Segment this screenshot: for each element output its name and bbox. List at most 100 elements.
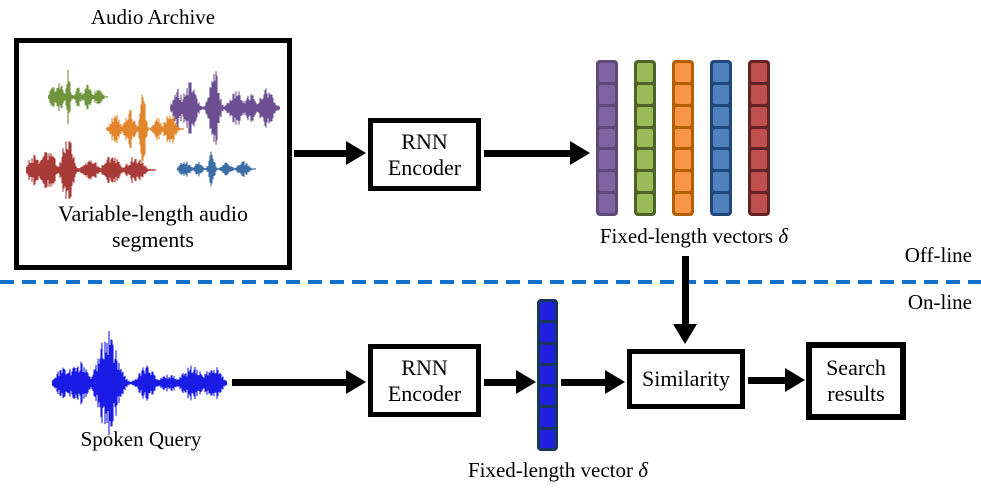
vector-segment bbox=[540, 302, 555, 321]
vector-segment bbox=[540, 323, 555, 342]
vector-segment bbox=[675, 84, 691, 104]
vector-segment bbox=[713, 150, 729, 170]
archive-caption: Variable-length audio segments bbox=[14, 201, 292, 254]
vector-segment bbox=[637, 194, 653, 214]
arrow-similarity-to-results bbox=[748, 368, 805, 392]
vector-segment bbox=[637, 84, 653, 104]
similarity-label: Similarity bbox=[642, 366, 730, 392]
arrow-encoder-to-vectors bbox=[484, 141, 590, 165]
vector-segment bbox=[599, 106, 615, 126]
arrow-query-vector-to-similarity bbox=[561, 370, 625, 394]
vector-segment bbox=[637, 63, 653, 82]
spoken-query-waveform-icon bbox=[52, 331, 227, 435]
fixed-length-vectors-group bbox=[596, 60, 770, 216]
query-fixed-length-vector bbox=[537, 299, 558, 451]
fixed-vector-bar-purple bbox=[596, 60, 618, 216]
fixed-vectors-text: Fixed-length vectors bbox=[599, 224, 774, 248]
fixed-vector-bar-orange bbox=[672, 60, 694, 216]
search-results-line1: Search bbox=[826, 355, 886, 381]
vector-segment bbox=[599, 194, 615, 214]
arrow-shaft bbox=[561, 378, 605, 386]
arrow-shaft bbox=[681, 256, 689, 324]
search-results-line2: results bbox=[827, 381, 885, 406]
fixed-vector-label: Fixed-length vector δ bbox=[418, 458, 698, 482]
vector-segment bbox=[751, 150, 767, 170]
rnn-encoder-line2: Encoder bbox=[387, 154, 462, 180]
offline-online-divider bbox=[0, 280, 981, 284]
vector-segment bbox=[675, 128, 691, 148]
fixed-vector-bar-blue bbox=[710, 60, 732, 216]
archive-waveform-blue-icon bbox=[177, 151, 256, 187]
fixed-vector-bar-green bbox=[634, 60, 656, 216]
archive-caption-line1: Variable-length audio bbox=[58, 201, 248, 226]
arrow-head-icon bbox=[570, 141, 590, 165]
offline-label: Off-line bbox=[904, 243, 972, 267]
vector-segment bbox=[637, 106, 653, 126]
vector-segment bbox=[713, 128, 729, 148]
arrow-head-icon bbox=[516, 370, 536, 394]
vector-segment bbox=[540, 365, 555, 385]
vector-segment bbox=[540, 429, 555, 448]
vector-segment bbox=[751, 128, 767, 148]
arrow-shaft bbox=[484, 149, 570, 157]
vector-segment bbox=[751, 172, 767, 192]
rnn-encoder-line1: RNN bbox=[401, 354, 448, 380]
vector-segment bbox=[675, 172, 691, 192]
vector-segment bbox=[675, 150, 691, 170]
vector-segment bbox=[751, 63, 767, 82]
vector-segment bbox=[751, 106, 767, 126]
arrow-shaft bbox=[232, 378, 346, 386]
fixed-vectors-label: Fixed-length vectors δ bbox=[554, 224, 834, 248]
arrow-head-icon bbox=[605, 370, 625, 394]
vector-segment bbox=[637, 150, 653, 170]
vector-segment bbox=[713, 84, 729, 104]
audio-archive-box bbox=[14, 38, 292, 270]
fixed-vector-bar-red bbox=[748, 60, 770, 216]
archive-waveform-green-icon bbox=[48, 69, 108, 125]
vector-segment bbox=[637, 172, 653, 192]
vector-segment bbox=[713, 172, 729, 192]
arrow-encoder-to-query-vector bbox=[484, 370, 536, 394]
audio-archive-title: Audio Archive bbox=[90, 5, 216, 29]
archive-caption-line2: segments bbox=[112, 227, 194, 253]
similarity-box: Similarity bbox=[627, 349, 745, 409]
vector-segment bbox=[675, 194, 691, 214]
vector-segment bbox=[751, 194, 767, 214]
vector-segment bbox=[713, 194, 729, 214]
vector-segment bbox=[540, 344, 555, 363]
delta-symbol: δ bbox=[638, 458, 649, 482]
delta-symbol: δ bbox=[778, 224, 789, 248]
arrow-shaft bbox=[484, 378, 516, 386]
arrow-head-icon bbox=[785, 368, 805, 392]
rnn-encoder-line1: RNN bbox=[401, 128, 448, 154]
arrow-head-icon bbox=[346, 141, 366, 165]
online-label: On-line bbox=[907, 290, 972, 314]
archive-waveform-red-icon bbox=[26, 141, 156, 199]
arrow-head-icon bbox=[346, 370, 366, 394]
archive-waveform-purple-icon bbox=[170, 71, 280, 145]
search-results-box: Search results bbox=[806, 342, 906, 420]
vector-segment bbox=[637, 128, 653, 148]
arrow-shaft bbox=[294, 149, 346, 157]
vector-segment bbox=[540, 408, 555, 427]
arrow-archive-to-encoder bbox=[294, 141, 366, 165]
arrow-query-to-encoder bbox=[232, 370, 366, 394]
rnn-encoder-line2: Encoder bbox=[387, 380, 462, 406]
vector-segment bbox=[713, 63, 729, 82]
vector-segment bbox=[599, 63, 615, 82]
vector-segment bbox=[751, 84, 767, 104]
vector-segment bbox=[713, 106, 729, 126]
spoken-query-label: Spoken Query bbox=[80, 427, 202, 451]
rnn-encoder-box-online: RNN Encoder bbox=[368, 344, 481, 417]
arrow-shaft bbox=[748, 376, 785, 384]
vector-segment bbox=[540, 387, 555, 406]
archive-waveform-orange-icon bbox=[106, 94, 184, 164]
arrow-head-icon bbox=[673, 324, 697, 344]
arrow-vectors-to-similarity bbox=[673, 256, 697, 344]
vector-segment bbox=[599, 150, 615, 170]
vector-segment bbox=[599, 84, 615, 104]
fixed-vector-text: Fixed-length vector bbox=[467, 458, 634, 482]
rnn-encoder-box-offline: RNN Encoder bbox=[368, 118, 481, 191]
vector-segment bbox=[599, 128, 615, 148]
